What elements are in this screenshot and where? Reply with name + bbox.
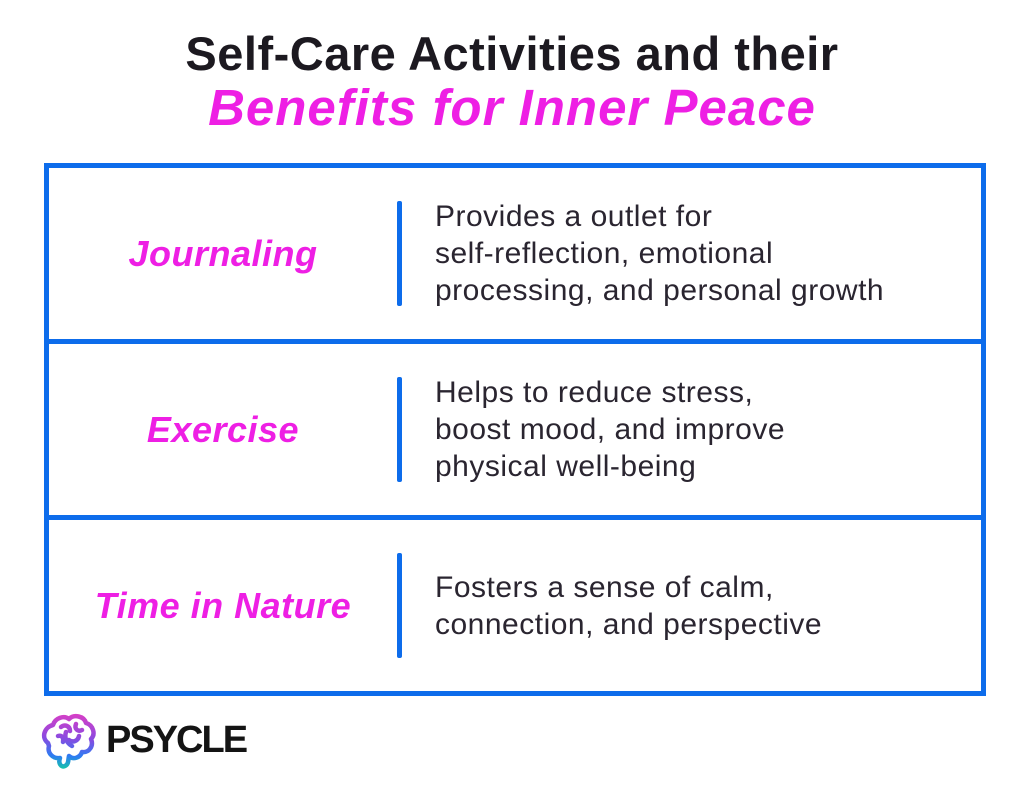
vertical-divider xyxy=(397,201,402,306)
vertical-divider xyxy=(397,377,402,482)
benefits-table: Journaling Provides a outlet for self-re… xyxy=(44,163,986,696)
brand-name: PSYCLE xyxy=(106,718,248,761)
activity-name: Time in Nature xyxy=(94,584,352,626)
activity-name: Journaling xyxy=(128,232,318,274)
activity-name: Exercise xyxy=(146,408,300,450)
title-line-2: Benefits for Inner Peace xyxy=(208,78,816,136)
table-row: Journaling Provides a outlet for self-re… xyxy=(49,168,981,339)
brain-icon xyxy=(36,709,100,775)
brand-logo: PSYCLE xyxy=(36,708,248,776)
table-row: Exercise Helps to reduce stress, boost m… xyxy=(49,339,981,515)
benefit-text: Fosters a sense of calm, connection, and… xyxy=(435,570,823,641)
benefit-text: Provides a outlet for self-reflection, e… xyxy=(435,200,885,307)
title-line-1: Self-Care Activities and their xyxy=(185,27,839,80)
table-row: Time in Nature Fosters a sense of calm, … xyxy=(49,515,981,691)
page-title: Self-Care Activities and their Benefits … xyxy=(0,27,1024,134)
vertical-divider xyxy=(397,553,402,658)
benefit-text: Helps to reduce stress, boost mood, and … xyxy=(435,376,786,483)
